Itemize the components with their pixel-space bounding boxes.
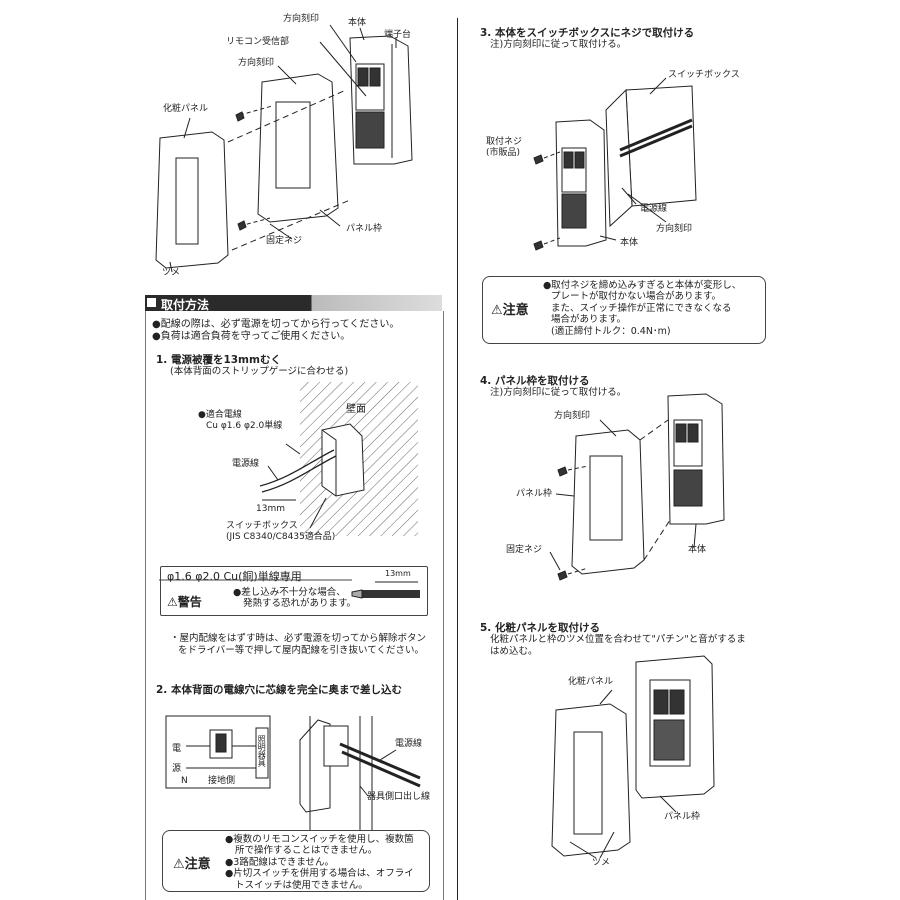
caution-icon-2: ⚠	[491, 303, 503, 318]
power-wire-label-3: 電源線	[640, 204, 668, 214]
neutral-label: N	[181, 776, 188, 786]
tab-label: ツメ	[162, 268, 181, 278]
step1-title: 1. 電源被覆を13mmむく	[156, 354, 281, 366]
install-note-2: ●負荷は適合負荷を守ってご使用ください。	[152, 331, 351, 342]
source-symbol-label: 源	[172, 764, 182, 774]
caution-right-label: ⚠注意	[491, 303, 529, 318]
step2-title: 2. 本体背面の電線穴に芯線を完全に奥まで差し込む	[156, 684, 402, 696]
lighting-fixture-label: 照明器具	[257, 735, 267, 767]
warning-label: ⚠警告	[167, 595, 202, 609]
install-method-header: 取付方法	[145, 295, 442, 312]
decor-panel-label: 化粧パネル	[163, 104, 209, 114]
release-note-1: ・屋内配線をはずす時は、必ず電源を切ってから解除ボタン	[170, 633, 427, 644]
strip-length-label: 13mm	[256, 504, 285, 514]
warning-icon: ⚠	[167, 595, 178, 609]
panel-frame-label: パネル枠	[346, 224, 383, 234]
wire-spec-label-1: ●適合電線	[198, 410, 242, 420]
caution-icon: ⚠	[173, 857, 185, 872]
step1-sub: (本体背面のストリップゲージに合わせる)	[170, 366, 349, 377]
step5-sub-2: はめ込む。	[490, 646, 538, 657]
step4-sub: 注)方向刻印に従って取付ける。	[490, 387, 627, 398]
wire-only-length: 13mm	[385, 569, 411, 578]
tab-label-2: ツメ	[592, 858, 611, 868]
fixture-wire-label: 器具側口出し線	[367, 792, 431, 802]
warning-body: ●差し込み不十分な場合、 発熱する恐れがあります。	[233, 587, 357, 610]
remote-receiver-label: リモコン受信部	[226, 37, 290, 47]
direction-mark-label-2: 方向刻印	[238, 58, 275, 68]
direction-mark-label-3: 方向刻印	[656, 224, 693, 234]
step4-title: 4. パネル枠を取付ける	[480, 375, 590, 387]
caution-right-body: ●取付ネジを締め込みすぎると本体が変形し、 プレートが取付かない場合があります。…	[543, 280, 742, 337]
caution-right-box: ⚠注意 ●取付ネジを締め込みすぎると本体が変形し、 プレートが取付かない場合があ…	[482, 276, 766, 344]
step3-sub: 注)方向刻印に従って取付ける。	[490, 39, 627, 50]
mount-screw-label-2: (市販品)	[486, 148, 521, 158]
power-wire-label-1: 電源線	[232, 459, 260, 469]
ground-side-label: 接地側	[208, 776, 236, 786]
switch-box-label-1: スイッチボックス	[226, 521, 298, 531]
step5-title: 5. 化粧パネルを取付ける	[480, 622, 600, 634]
install-method-title: 取付方法	[161, 298, 210, 312]
wall-label: 壁面	[346, 404, 366, 415]
step5-sub-1: 化粧パネルと枠のツメ位置を合わせて"パチン"と音がするま	[490, 634, 746, 645]
direction-mark-label-4: 方向刻印	[554, 411, 591, 421]
switch-box-label-2: スイッチボックス	[668, 70, 740, 80]
terminal-block-label: 端子台	[384, 30, 412, 40]
body-label-3: 本体	[688, 545, 707, 555]
body-label-2: 本体	[620, 238, 639, 248]
step3-title: 3. 本体をスイッチボックスにネジで取付ける	[480, 27, 695, 39]
wire-spec-label-2: Cu φ1.6 φ2.0単線	[206, 421, 283, 431]
jis-label: (JIS C8340/C8435適合品)	[226, 532, 336, 542]
fixing-screw-label: 固定ネジ	[266, 236, 303, 246]
column-divider	[457, 18, 458, 900]
install-note-1: ●配線の際は、必ず電源を切ってから行ってください。	[152, 319, 400, 330]
power-symbol-label: 電	[172, 744, 182, 754]
caution-left-box: ⚠注意 ●複数のリモコンスイッチを使用し、複数箇 所で操作することはできません。…	[162, 830, 430, 892]
panel-frame-label-3: パネル枠	[664, 812, 701, 822]
install-method-box	[145, 311, 444, 900]
fixing-screw-label-2: 固定ネジ	[506, 545, 543, 555]
body-label: 本体	[348, 18, 367, 28]
power-wire-label-2: 電源線	[395, 739, 423, 749]
mount-screw-label-1: 取付ネジ	[486, 137, 523, 147]
caution-left-body: ●複数のリモコンスイッチを使用し、複数箇 所で操作することはできません。 ●3路…	[225, 834, 414, 891]
caution-left-label: ⚠注意	[173, 857, 211, 872]
decor-panel-label-2: 化粧パネル	[568, 677, 614, 687]
release-note-2: をドライバー等で押して屋内配線を引き抜いてください。	[178, 645, 424, 656]
panel-frame-label-2: パネル枠	[516, 489, 553, 499]
direction-mark-label-1: 方向刻印	[283, 14, 320, 24]
